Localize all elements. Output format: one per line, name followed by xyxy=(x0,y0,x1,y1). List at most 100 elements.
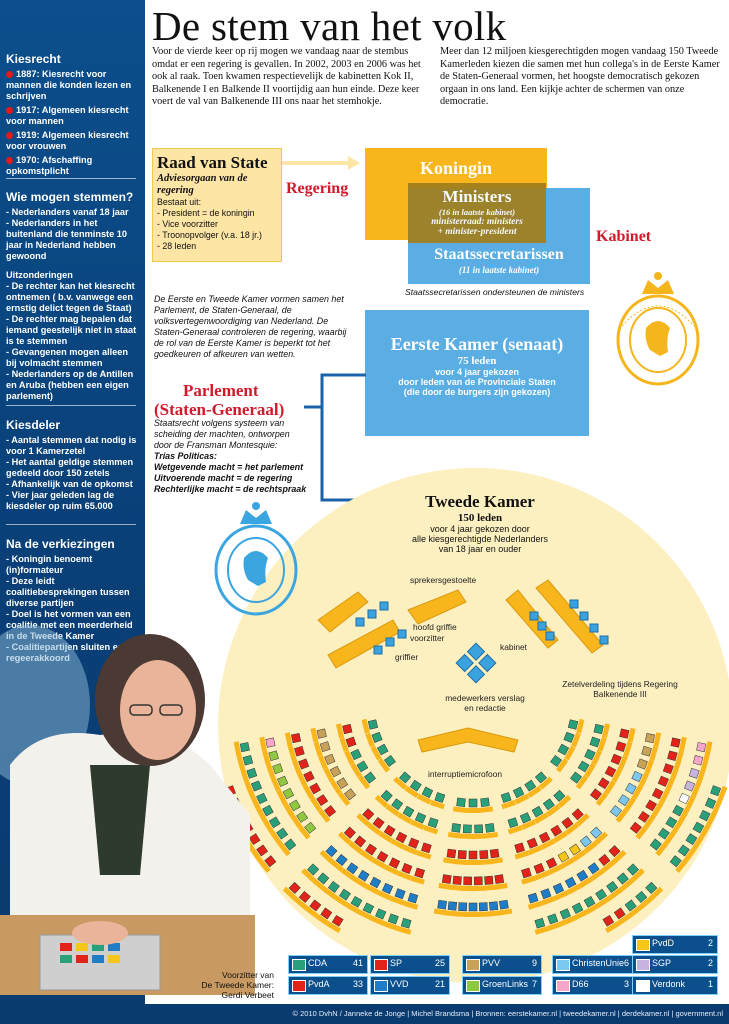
seat xyxy=(602,914,615,927)
desk xyxy=(301,868,315,882)
seat xyxy=(684,780,696,792)
seat xyxy=(507,817,519,829)
seat xyxy=(699,809,711,822)
desk xyxy=(546,804,561,817)
desk xyxy=(601,723,611,739)
desk xyxy=(604,921,620,934)
seat xyxy=(662,763,674,775)
seat xyxy=(317,872,330,885)
eerste-kamer-line: voor 4 jaar gekozen xyxy=(434,367,520,377)
seat xyxy=(365,843,377,856)
desk xyxy=(259,736,267,752)
kiesrecht-item: 1919: Algemeen kiesrecht voor vrouwen xyxy=(6,130,129,151)
divider xyxy=(6,405,136,406)
desk xyxy=(296,772,308,788)
seat xyxy=(350,895,363,908)
desk xyxy=(547,864,563,876)
desk xyxy=(410,819,425,830)
seat xyxy=(584,748,596,761)
raad-subtitle: Adviesorgaan van de regering xyxy=(157,173,248,196)
seat xyxy=(383,824,396,837)
legend-seats: 9 xyxy=(531,958,537,968)
seat xyxy=(303,770,315,783)
desk xyxy=(466,808,480,813)
kiesrecht-section: Kiesrecht 1887: Kiesrecht voor mannen di… xyxy=(6,52,140,177)
seat xyxy=(407,892,419,904)
kiesrecht-item: 1917: Algemeen kiesrecht voor mannen xyxy=(6,105,129,126)
desk xyxy=(571,849,587,862)
desk xyxy=(639,896,654,910)
legend-swatch xyxy=(636,939,650,951)
seat-rows xyxy=(218,718,728,935)
seat xyxy=(489,848,500,859)
seat xyxy=(538,831,551,844)
tweede-kamer-line: van 18 jaar en ouder xyxy=(438,544,522,554)
desk xyxy=(670,763,681,779)
seat xyxy=(521,867,532,879)
desk xyxy=(591,750,602,766)
desk xyxy=(527,900,543,910)
desk xyxy=(514,850,530,860)
desk xyxy=(335,723,345,739)
seat xyxy=(657,827,670,840)
desk xyxy=(309,797,322,812)
seat xyxy=(547,913,559,925)
seat xyxy=(401,862,413,874)
desk xyxy=(671,818,684,834)
footer-credits: © 2010 DvhN / Janneke de Jonge | Michel … xyxy=(145,1004,729,1024)
desk xyxy=(658,789,670,805)
seat xyxy=(316,728,327,739)
desk xyxy=(383,921,399,931)
legend-name: Verdonk xyxy=(652,979,686,989)
trias-line: Rechterlijke macht = de rechtspraak xyxy=(154,483,307,494)
desk xyxy=(367,822,382,836)
red-bullet-icon xyxy=(6,132,13,140)
seat xyxy=(336,777,349,790)
photo-caption: Voorzitter van De Tweede Kamer: Gerdi Ve… xyxy=(186,970,274,1000)
seat xyxy=(527,892,539,904)
desk xyxy=(337,831,352,845)
trias-title: Trias Politicas: xyxy=(154,451,217,461)
seat xyxy=(304,821,317,834)
seat xyxy=(577,760,590,773)
seat xyxy=(335,854,348,866)
desk xyxy=(573,909,589,921)
legend-seats: 1 xyxy=(707,979,713,989)
desk xyxy=(575,775,589,790)
desk xyxy=(649,886,664,900)
desk xyxy=(390,895,405,906)
seat xyxy=(325,845,338,858)
regering-label: Regering xyxy=(286,180,349,197)
wie-section: Wie mogen stemmen? - Nederlanders vanaf … xyxy=(6,190,140,402)
desk xyxy=(317,808,331,823)
kiesdeler-line: - Afhankelijk van de opkomst xyxy=(6,479,133,489)
seat xyxy=(704,797,717,809)
seat xyxy=(421,786,434,799)
kamer-paragraph: De Eerste en Tweede Kamer vormen samen h… xyxy=(154,294,347,359)
seat xyxy=(272,763,284,775)
seat xyxy=(598,854,611,866)
desk xyxy=(383,864,399,876)
desk xyxy=(691,835,704,851)
seat xyxy=(499,899,509,910)
seat xyxy=(550,754,563,767)
desk xyxy=(540,838,556,850)
desk xyxy=(390,838,406,850)
desk xyxy=(471,885,486,892)
desk xyxy=(615,808,629,823)
seat xyxy=(288,881,301,894)
red-bullet-icon xyxy=(6,157,13,165)
seat xyxy=(478,902,488,912)
na-line: - Koningin benoemt (in)formateur xyxy=(6,554,93,575)
desk xyxy=(699,823,711,839)
seat xyxy=(447,901,458,911)
seat xyxy=(583,895,596,908)
seat xyxy=(345,736,357,748)
desk xyxy=(675,750,684,766)
arrow-right-icon xyxy=(282,156,360,170)
desk xyxy=(314,913,330,926)
desk xyxy=(297,825,311,840)
seat xyxy=(451,823,461,833)
